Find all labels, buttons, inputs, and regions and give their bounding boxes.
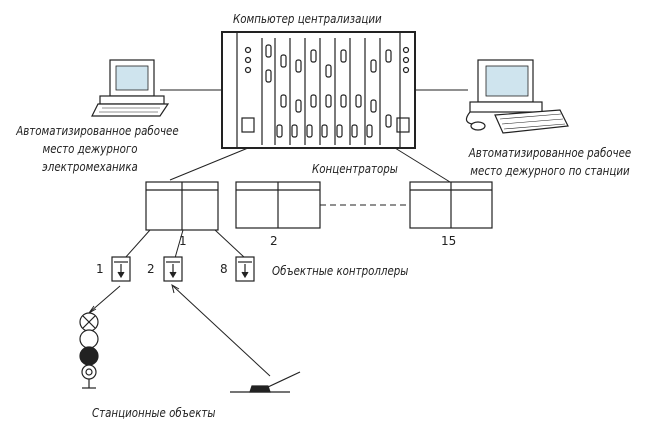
workstation-left-label-line3: электромеханика (42, 159, 138, 174)
station-objects-label: Станционные объекты (92, 405, 216, 420)
server-rack-icon (221, 31, 416, 149)
controllers-label: Объектные контроллеры (272, 263, 409, 278)
traffic-signal-icon (79, 312, 99, 389)
centralization-computer-label: Компьютер централизации (233, 11, 382, 26)
connection-lines (88, 89, 468, 377)
concentrator-icon (145, 181, 219, 231)
controller-number-8: 8 (220, 262, 228, 276)
railway-switch-icon (230, 371, 301, 393)
workstation-left-label-line1: Автоматизированное рабочее (16, 123, 179, 138)
concentrator-number-2: 2 (270, 234, 278, 248)
concentrator-icon (409, 181, 493, 229)
concentrators-label: Концентраторы (312, 161, 398, 176)
workstation-right-label-line1: Автоматизированное рабочее (468, 145, 632, 160)
controller-icon (111, 256, 131, 282)
controller-icon (235, 256, 255, 282)
controller-number-1: 1 (96, 262, 104, 276)
computer-icon (465, 59, 569, 134)
controller-number-2: 2 (147, 262, 155, 276)
computer-icon (91, 59, 170, 117)
workstation-right-label-line2: место дежурного по станции (470, 163, 630, 178)
concentrator-number-15: 15 (441, 234, 457, 248)
controller-icon (163, 256, 183, 282)
concentrator-number-1: 1 (179, 234, 187, 248)
workstation-left-label-line2: место дежурного (42, 141, 138, 156)
concentrator-icon (235, 181, 321, 229)
